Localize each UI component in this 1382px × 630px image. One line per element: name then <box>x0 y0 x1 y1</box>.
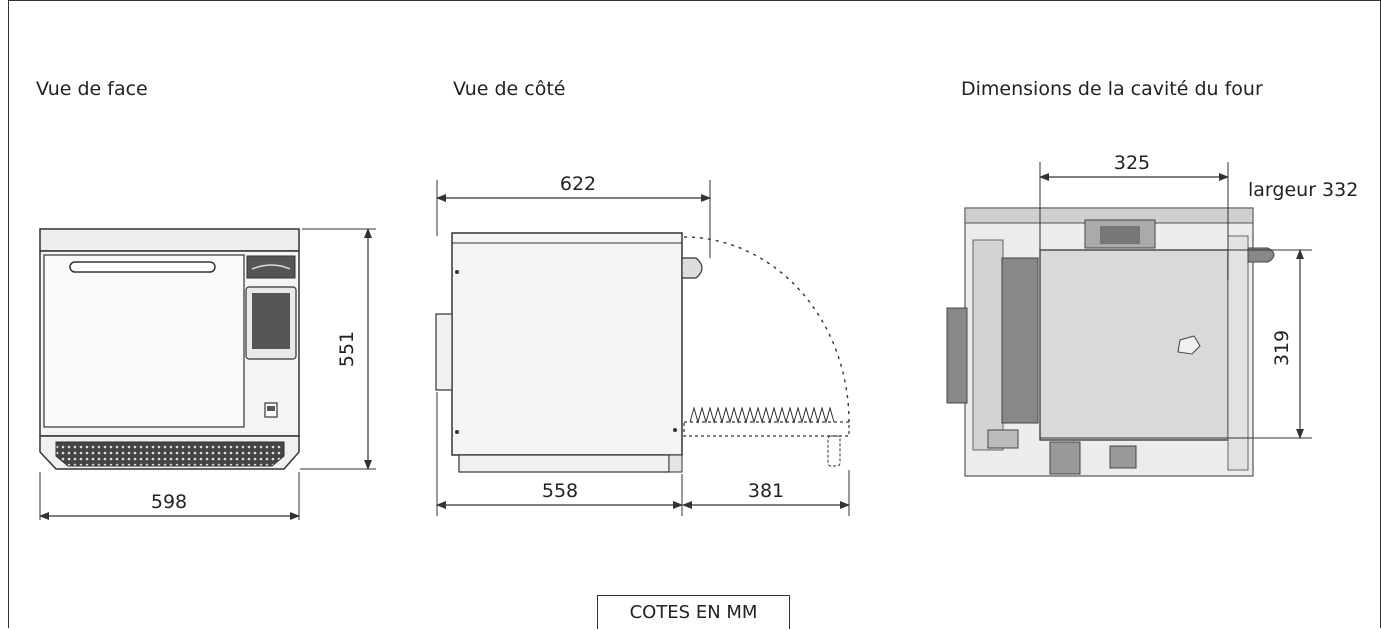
units-note: COTES EN MM <box>597 595 790 629</box>
open-door-outline <box>683 421 850 437</box>
air-filter-grille <box>55 441 285 467</box>
front-width-label: 598 <box>151 491 187 513</box>
cavity-view-title: Dimensions de la cavité du four <box>961 78 1263 100</box>
side-depth-dimension: 622 <box>436 173 711 258</box>
door-handle <box>69 261 216 273</box>
side-door-dimension: 381 <box>682 470 850 516</box>
side-body-dimension: 558 <box>436 392 683 516</box>
cavity-depth-label: 325 <box>1114 152 1150 174</box>
front-height-label: 551 <box>336 331 358 367</box>
brand-logo-plate <box>246 255 296 279</box>
side-body-label: 558 <box>542 480 578 502</box>
cavity-view-oven <box>946 207 1275 477</box>
door-swing-arc <box>683 236 850 423</box>
side-view-oven <box>435 232 850 473</box>
front-view-oven <box>39 228 300 470</box>
side-handle <box>681 257 703 279</box>
front-view-title: Vue de face <box>36 78 148 100</box>
page-frame <box>8 0 1381 628</box>
oven-cavity <box>1039 249 1229 441</box>
side-depth-label: 622 <box>560 173 596 195</box>
cavity-height-label: 319 <box>1271 330 1293 366</box>
cavity-height-dimension: 319 <box>1040 249 1312 439</box>
side-door-label: 381 <box>748 480 784 502</box>
front-width-dimension: 598 <box>39 472 300 520</box>
cavity-depth-dimension: 325 <box>1039 152 1229 280</box>
cavity-width-note: largeur 332 <box>1248 179 1358 201</box>
touchscreen-panel <box>252 293 290 349</box>
front-height-dimension: 551 <box>300 228 376 470</box>
side-view-title: Vue de côté <box>453 78 566 100</box>
